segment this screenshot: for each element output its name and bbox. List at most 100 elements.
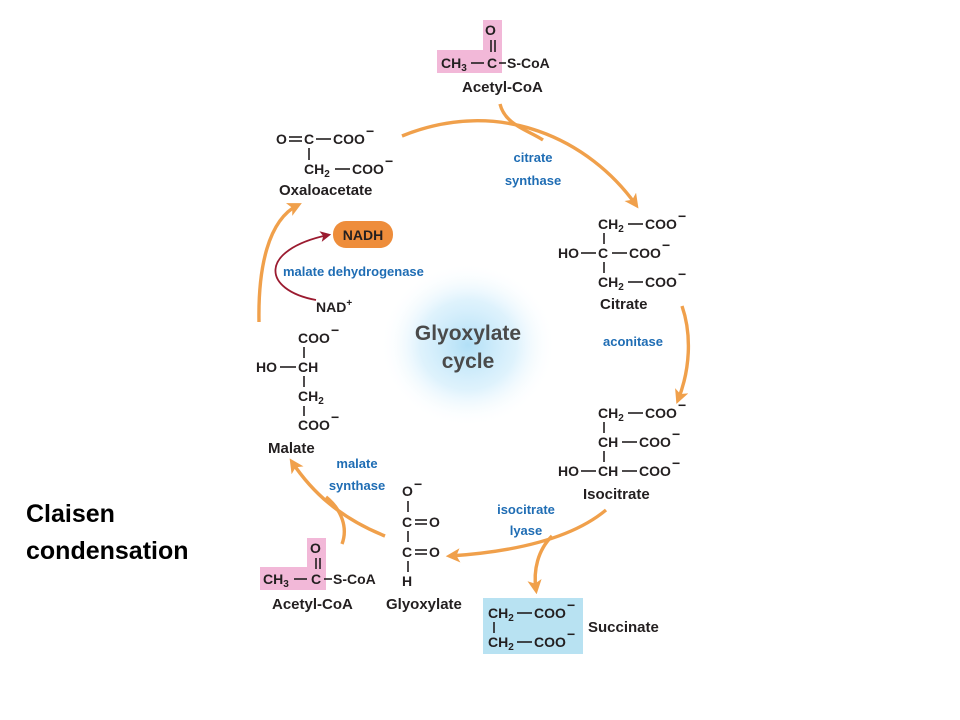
svg-text:−: − xyxy=(662,237,670,253)
atom-o: O xyxy=(485,22,496,38)
compound-isocitrate: CH2 COO − CH COO − HO CH COO − Isocitrat… xyxy=(558,397,686,503)
enzyme-isocitrate-lyase-line2: lyase xyxy=(510,523,543,538)
svg-text:CH: CH xyxy=(598,463,618,479)
name-acetyl-coa-bottom: Acetyl-CoA xyxy=(272,596,353,613)
atom-coo2: COO xyxy=(352,161,384,177)
enzyme-citrate-synthase-line1: citrate xyxy=(513,150,552,165)
compound-acetyl-coa-top: O CH3 C S-CoA Acetyl-CoA xyxy=(437,20,550,96)
svg-text:O: O xyxy=(429,544,440,560)
svg-text:−: − xyxy=(678,397,686,413)
svg-text:−: − xyxy=(414,476,422,492)
svg-text:CH2: CH2 xyxy=(488,605,514,624)
svg-text:COO: COO xyxy=(534,605,566,621)
enzyme-citrate-synthase-line2: synthase xyxy=(505,173,561,188)
arrow-acetylcoa-in xyxy=(498,103,544,142)
svg-text:−: − xyxy=(678,208,686,224)
atom-o: O xyxy=(276,131,287,147)
nadh-badge xyxy=(333,221,393,248)
svg-text:−: − xyxy=(366,123,374,139)
name-oxaloacetate: Oxaloacetate xyxy=(279,182,372,199)
svg-text:CH2: CH2 xyxy=(598,405,624,424)
svg-text:O: O xyxy=(310,540,321,556)
compound-oxaloacetate: O C COO − CH2 COO − Oxaloacetate xyxy=(276,123,393,199)
acetyl-highlight xyxy=(437,20,502,73)
cofactor-nadh: NADH xyxy=(343,227,383,243)
svg-text:COO: COO xyxy=(645,274,677,290)
svg-text:COO: COO xyxy=(639,463,671,479)
svg-text:CH3: CH3 xyxy=(263,571,289,590)
enzyme-malate-synthase-line2: synthase xyxy=(329,478,385,493)
svg-text:−: − xyxy=(567,597,575,613)
svg-text:C: C xyxy=(402,514,412,530)
name-malate: Malate xyxy=(268,440,315,457)
enzyme-malate-dehydrogenase: malate dehydrogenase xyxy=(283,264,424,279)
svg-text:C: C xyxy=(311,571,321,587)
svg-text:O: O xyxy=(402,483,413,499)
svg-text:H: H xyxy=(402,573,412,589)
svg-text:COO: COO xyxy=(645,405,677,421)
acetyl-highlight-bottom xyxy=(260,538,326,590)
center-glow xyxy=(380,263,556,427)
svg-text:COO: COO xyxy=(645,216,677,232)
compound-citrate: CH2 COO − HO C COO − CH2 COO − Citrate xyxy=(558,208,686,313)
svg-text:−: − xyxy=(331,409,339,425)
atom-ch2: CH2 xyxy=(304,161,330,180)
svg-text:CH2: CH2 xyxy=(598,274,624,293)
name-citrate: Citrate xyxy=(600,296,648,313)
svg-text:HO: HO xyxy=(256,359,277,375)
svg-text:COO: COO xyxy=(534,634,566,650)
svg-text:COO: COO xyxy=(639,434,671,450)
compound-succinate: CH2 COO − CH2 COO − Succinate xyxy=(483,597,659,654)
red-arrow-nad-to-nadh xyxy=(274,231,332,301)
atom-c: C xyxy=(304,131,314,147)
arrow-glyoxylate-to-malate xyxy=(289,458,386,538)
atom-coo: COO xyxy=(333,131,365,147)
svg-text:−: − xyxy=(331,322,339,338)
cycle-title-line1: Glyoxylate xyxy=(415,322,521,345)
svg-text:CH: CH xyxy=(298,359,318,375)
enzyme-malate-synthase-line1: malate xyxy=(336,456,377,471)
svg-text:C: C xyxy=(598,245,608,261)
svg-text:CH2: CH2 xyxy=(298,388,324,407)
svg-text:−: − xyxy=(672,426,680,442)
compound-glyoxylate: O − C O C O H Glyoxylate xyxy=(386,476,462,613)
svg-text:HO: HO xyxy=(558,463,579,479)
enzyme-aconitase: aconitase xyxy=(603,334,663,349)
svg-text:S-CoA: S-CoA xyxy=(333,571,376,587)
cycle-title-line2: cycle xyxy=(442,350,495,373)
arrow-acetylcoa-bottom-in xyxy=(324,495,346,545)
succinate-highlight xyxy=(483,598,583,654)
name-succinate: Succinate xyxy=(588,619,659,636)
atom-ch3: CH3 xyxy=(441,55,467,74)
svg-text:−: − xyxy=(567,626,575,642)
caption-claisen-condensation: Claisen condensation xyxy=(26,496,236,570)
compound-malate: COO − HO CH CH2 COO − Malate xyxy=(256,322,339,457)
atom-s-coa: S-CoA xyxy=(507,55,550,71)
svg-text:C: C xyxy=(402,544,412,560)
svg-text:COO: COO xyxy=(298,330,330,346)
svg-text:CH: CH xyxy=(598,434,618,450)
svg-text:CH2: CH2 xyxy=(488,634,514,653)
arrow-oxaloacetate-to-citrate xyxy=(401,119,639,209)
svg-text:−: − xyxy=(678,266,686,282)
name-glyoxylate: Glyoxylate xyxy=(386,596,462,613)
svg-text:O: O xyxy=(429,514,440,530)
svg-text:COO: COO xyxy=(298,417,330,433)
compound-acetyl-coa-bottom: O CH3 C S-CoA Acetyl-CoA xyxy=(260,538,376,613)
caption-line2: condensation xyxy=(26,537,189,565)
cofactor-nad: NAD+ xyxy=(316,298,352,315)
arrow-isocitrate-to-glyoxylate xyxy=(445,508,608,563)
svg-text:−: − xyxy=(385,153,393,169)
name-isocitrate: Isocitrate xyxy=(583,486,650,503)
arrow-to-succinate xyxy=(527,534,554,595)
enzyme-isocitrate-lyase-line1: isocitrate xyxy=(497,502,555,517)
arrow-citrate-to-isocitrate xyxy=(675,305,691,404)
name-acetyl-coa-top: Acetyl-CoA xyxy=(462,79,543,96)
atom-c: C xyxy=(487,55,497,71)
svg-text:COO: COO xyxy=(629,245,661,261)
arrow-malate-to-oxaloacetate xyxy=(257,203,302,323)
caption-line1: Claisen xyxy=(26,500,115,528)
svg-text:CH2: CH2 xyxy=(598,216,624,235)
